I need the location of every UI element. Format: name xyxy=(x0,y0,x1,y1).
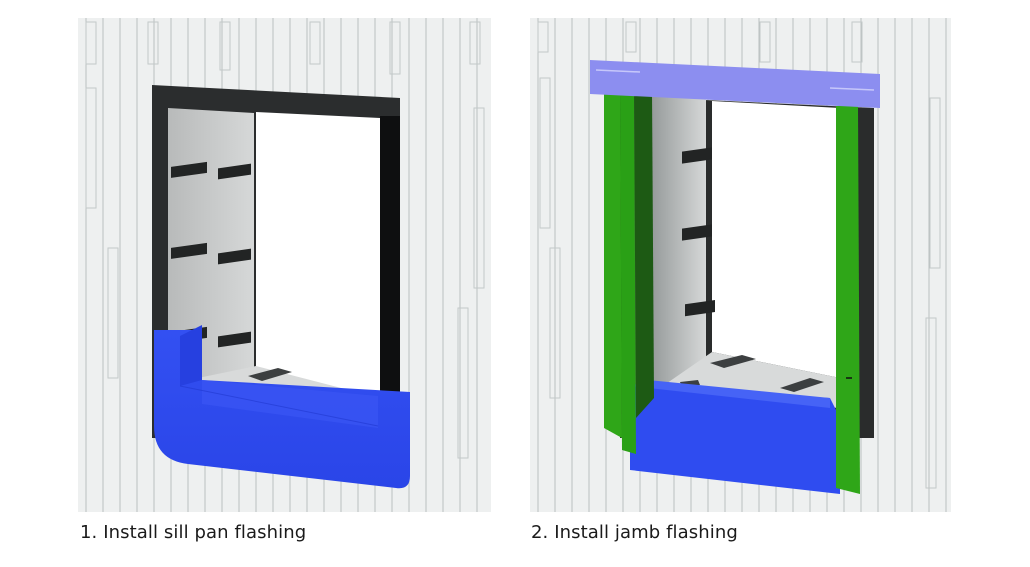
sill-pan-flashing-drawing xyxy=(78,18,491,512)
step-1-illustration xyxy=(78,18,491,512)
step-2-illustration xyxy=(530,18,951,512)
step-2-caption: 2. Install jamb flashing xyxy=(531,522,738,543)
jamb-flashing-drawing xyxy=(530,18,951,512)
step-1-caption: 1. Install sill pan flashing xyxy=(80,522,307,543)
